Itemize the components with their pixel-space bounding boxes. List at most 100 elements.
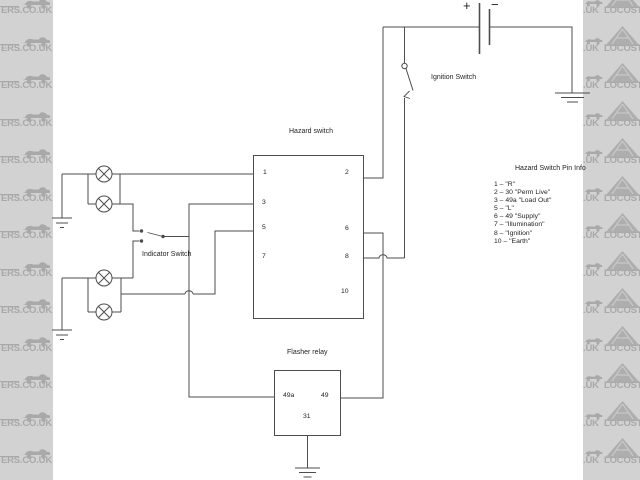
watermark-dash	[0, 118, 19, 120]
kit-car-icon	[583, 225, 603, 232]
supply-wire-pin6-to-flasher49	[340, 232, 384, 399]
hazard-pin-5: 5	[262, 224, 266, 231]
battery-earth-symbol	[555, 92, 590, 103]
supply-wires	[383, 26, 573, 93]
locost-peak-logo-icon	[605, 250, 640, 271]
kit-car-icon	[583, 37, 603, 45]
kit-car-icon	[22, 261, 50, 272]
watermark-tile: ERS.CO.UK	[0, 224, 53, 263]
locost-peak-logo-icon	[605, 175, 640, 196]
watermark-text: LOCOST	[604, 42, 640, 54]
kit-car-icon	[22, 299, 50, 309]
watermark-dash	[0, 418, 19, 420]
watermark-text: .UK	[583, 305, 599, 316]
l-wire-pin5	[121, 230, 253, 295]
watermark-dash	[0, 343, 19, 345]
kit-car-icon	[583, 450, 603, 457]
watermark-text: .UK	[583, 192, 599, 204]
battery-plus-sign: +	[463, 0, 471, 13]
kit-car-icon	[22, 149, 50, 159]
hazard-switch-label: Hazard switch	[289, 128, 333, 135]
flasher-pin-49a: 49a	[283, 392, 295, 399]
kit-car-icon	[583, 0, 603, 7]
locost-peak-logo-icon	[605, 363, 640, 383]
watermark-tile: .UK LOCOST	[583, 25, 640, 76]
watermark-dash	[0, 381, 19, 382]
battery-minus-sign: −	[491, 0, 499, 12]
watermark-tile: ERS.CO.UK	[0, 0, 53, 38]
flasher-pin-31: 31	[303, 413, 311, 420]
watermark-text: .UK	[583, 417, 599, 429]
pin-info-list: 1 – "R" 2 – 30 "Perm Live" 3 – 49a "Load…	[494, 181, 551, 246]
lamp-group-top	[52, 165, 253, 232]
watermark-tile: .UK LOCOST	[583, 325, 640, 376]
locost-peak-logo-icon	[605, 0, 640, 8]
pin-info-title: Hazard Switch Pin Info	[515, 165, 586, 172]
hazard-pin-8: 8	[345, 253, 349, 260]
kit-car-icon	[583, 375, 603, 382]
watermark-tile: ERS.CO.UK	[0, 74, 53, 113]
watermark-dash	[0, 81, 19, 82]
locost-peak-logo-icon	[605, 100, 640, 121]
watermark-text: LOCOST	[604, 455, 640, 466]
flasher-pin-49: 49	[321, 392, 329, 399]
ignition-switch-label: Ignition Switch	[431, 74, 477, 81]
watermark-strip-left: ERS.CO.UK ERS.CO.UK ERS.CO.UK	[0, 0, 53, 480]
watermark-text: ERS.CO.UK	[1, 42, 52, 54]
watermark-tile: ERS.CO.UK	[0, 299, 53, 338]
watermark-text: .UK	[583, 42, 599, 54]
pin-info-line: 6 – 49 "Supply"	[494, 213, 541, 221]
watermark-text: ERS.CO.UK	[1, 417, 52, 429]
watermark-text: LOCOST	[604, 5, 640, 16]
locost-peak-logo-icon	[605, 400, 640, 421]
watermark-tile: ERS.CO.UK	[0, 111, 53, 151]
lamp-group-bottom	[52, 240, 140, 340]
watermark-tile: ERS.CO.UK	[0, 449, 53, 480]
hazard-pin-10: 10	[341, 288, 349, 295]
pin-info-line: 10 – "Earth"	[494, 237, 531, 245]
watermark-text: LOCOST	[604, 380, 640, 391]
locost-peak-logo-icon	[605, 63, 640, 83]
hazard-pin-6: 6	[345, 225, 349, 232]
kit-car-icon	[583, 337, 603, 345]
watermark-text: LOCOST	[604, 267, 640, 279]
watermark-tile: .UK LOCOST	[583, 438, 640, 480]
watermark-dash	[0, 306, 19, 307]
watermark-tile: .UK LOCOST	[583, 400, 640, 451]
flasher-relay-label: Flasher relay	[287, 349, 328, 356]
perm-live-wire-pin2	[363, 27, 384, 179]
flasher-relay-body	[274, 370, 341, 436]
watermark-text: .UK	[583, 155, 599, 166]
watermark-tile: .UK LOCOST	[583, 250, 640, 301]
battery-symbol	[478, 3, 491, 54]
kit-car-icon	[22, 36, 50, 47]
watermark-text: .UK	[583, 5, 599, 16]
watermark-text: LOCOST	[604, 305, 640, 316]
pin-info-line: 2 – 30 "Perm Live"	[494, 189, 551, 197]
watermark-text: ERS.CO.UK	[1, 305, 52, 316]
kit-car-icon	[22, 224, 50, 234]
watermark-tile: .UK LOCOST	[583, 100, 640, 151]
locost-peak-logo-icon	[605, 325, 640, 346]
hazard-switch-body	[253, 155, 364, 319]
watermark-text: .UK	[583, 267, 599, 279]
kit-car-icon	[22, 336, 50, 347]
kit-car-icon	[22, 186, 50, 197]
watermark-dash	[0, 231, 19, 232]
earth-symbol	[52, 217, 72, 228]
flasher-earth-wire	[295, 435, 320, 478]
kit-car-icon	[22, 411, 50, 422]
kit-car-icon	[583, 112, 603, 120]
watermark-text: ERS.CO.UK	[1, 267, 52, 279]
watermark-dash	[0, 268, 19, 270]
kit-car-icon	[583, 75, 603, 82]
watermark-tile: ERS.CO.UK	[0, 36, 53, 76]
pin-info-line: 7 – "Illumination"	[494, 221, 545, 229]
kit-car-icon	[22, 74, 50, 84]
earth-symbol	[52, 329, 72, 340]
kit-car-icon	[583, 262, 603, 270]
watermark-text: ERS.CO.UK	[1, 380, 52, 391]
watermark-text: .UK	[583, 455, 599, 466]
watermark-dash	[0, 193, 19, 195]
locost-peak-logo-icon	[605, 213, 640, 233]
